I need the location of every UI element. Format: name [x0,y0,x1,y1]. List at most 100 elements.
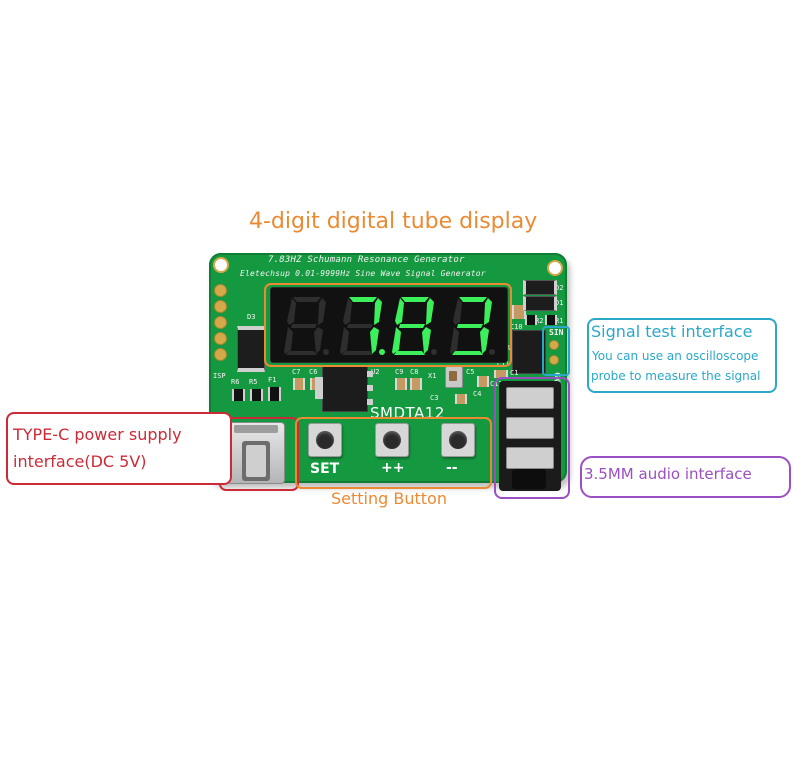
display-digit-3 [392,297,437,355]
signal-annotation-line1: You can use an oscilloscope [592,349,759,363]
typec-annotation-box [6,412,232,485]
silk-x1: X1 [428,372,437,380]
segment-dp [379,349,385,355]
silk-d1: D1 [555,299,564,307]
crystal-x1 [445,366,463,388]
segment-e [284,327,293,354]
display-digit-4 [450,297,495,355]
silk-sin: SIN [549,328,564,337]
capacitor-c10 [512,305,526,319]
segment-b [374,298,382,325]
setting-buttons-label: Setting Button [331,489,447,508]
capacitor-c8 [410,378,422,390]
silk-c11: C11 [497,360,510,368]
capacitor-c7 [293,378,305,390]
resistor-r2 [525,315,537,325]
sin-test-pad[interactable] [549,340,559,350]
opamp-u1 [512,330,546,374]
silk-c8: C8 [410,368,419,376]
segment-d [286,351,317,355]
segment-c [314,327,323,354]
segment-f [343,298,352,325]
increment-button-label: ++ [381,460,405,476]
silk-r2: R2 [535,317,544,325]
silk-c10: C10 [510,323,523,331]
increment-button[interactable] [375,423,409,457]
display-digit-1 [284,297,329,355]
board-title-line2: Eletechsup 0.01-9999Hz Sine Wave Signal … [240,269,486,278]
segment-b [318,298,326,325]
segment-g [457,324,483,328]
silk-c1: C1 [510,369,519,377]
digital-tube-display [270,287,508,363]
signal-annotation-title: Signal test interface [591,322,753,341]
resistor-r1 [545,315,557,325]
segment-f [287,298,296,325]
segment-a [293,297,321,302]
signal-pad-highlight-box [542,326,570,376]
typec-annotation-line1: TYPE-C power supply [13,425,182,444]
silk-c5: C5 [466,368,475,376]
signal-annotation-box [587,318,777,393]
silk-r1: R1 [555,317,564,325]
segment-f [395,298,404,325]
silk-c3: C3 [430,394,439,402]
segment-c [480,327,489,354]
segment-g [399,324,425,328]
setting-buttons-highlight-box [295,417,492,489]
segment-c [422,327,431,354]
segment-b [426,298,434,325]
segment-e [340,327,349,354]
resistor-r6 [232,389,245,401]
capacitor-c12 [494,370,508,378]
segment-g [291,324,317,328]
silk-f1: F1 [268,376,277,384]
silk-c7: C7 [292,368,301,376]
segment-g [347,324,373,328]
segment-a [401,297,429,302]
diode-d3 [237,326,265,372]
mount-hole [547,260,563,276]
segment-e [392,327,401,354]
diode-d2 [523,280,557,295]
silk-r5: R5 [249,378,258,386]
audio-jack-3-5mm[interactable] [499,381,561,491]
set-button[interactable] [308,423,342,457]
decrement-button[interactable] [441,423,475,457]
silk-c9: C9 [395,368,404,376]
segment-d [452,351,483,355]
audio-annotation-box [580,456,791,498]
segment-a [459,297,487,302]
mount-hole [213,257,229,273]
segment-dp [489,349,495,355]
diode-d1 [523,296,557,311]
set-button-label: SET [310,461,340,477]
silk-c6: C6 [309,368,318,376]
resistor-r5 [250,389,263,401]
silk-r6: R6 [231,378,240,386]
segment-a [349,297,377,302]
signal-annotation-line2: probe to measure the signal [591,369,761,383]
capacitor-c9 [395,378,407,390]
silk-d3: D3 [247,313,256,321]
decrement-button-label: -- [446,460,458,476]
segment-dp [431,349,437,355]
regulator-u2 [315,366,373,412]
audio-annotation-label: 3.5MM audio interface [584,465,752,483]
display-highlight-box [264,283,512,367]
segment-d [342,351,373,355]
isp-header [211,282,229,366]
segment-c [370,327,379,354]
capacitor-c4 [477,376,489,387]
segment-e [450,327,459,354]
silk-d2: D2 [555,284,564,292]
segment-b [484,298,492,325]
audio-highlight-box [494,377,570,499]
display-annotation-label: 4-digit digital tube display [249,209,538,234]
segment-f [453,298,462,325]
gnd-test-pad[interactable] [549,355,559,365]
typec-annotation-line2: interface(DC 5V) [13,452,147,471]
board-title-line1: 7.83HZ Schumann Resonance Generator [268,255,465,265]
usb-c-port[interactable] [227,422,285,484]
silk-c4: C4 [473,390,482,398]
